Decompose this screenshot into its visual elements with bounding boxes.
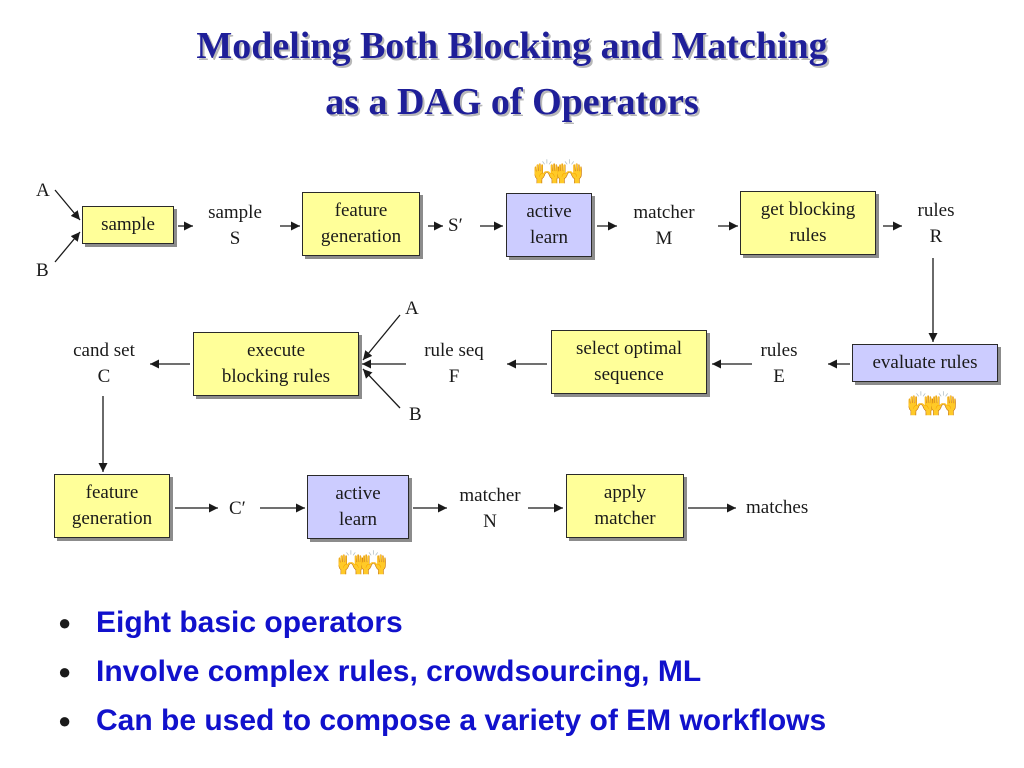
crowd-people-icon: 🙌🙌 xyxy=(906,392,959,418)
apply-matcher-line-1: apply xyxy=(603,482,647,503)
active-learn-2-line-1: active xyxy=(335,483,381,504)
rules-e-line-2: E xyxy=(773,366,785,387)
edge-a-to-sample xyxy=(54,189,81,221)
select-optimal-sequence-operator: select optimal sequence xyxy=(551,330,707,394)
active-learn-operator-1: active learn xyxy=(506,193,592,257)
get-blocking-rules-operator: get blocking rules xyxy=(740,191,876,255)
apply-matcher-line-2: matcher xyxy=(594,508,656,529)
edge-b-to-execute xyxy=(362,368,401,409)
rules-r-line-1: rules xyxy=(917,200,955,221)
edge-a-to-execute xyxy=(362,314,401,361)
rule-seq-f-line-1: rule seq xyxy=(424,340,484,361)
matcher-n-line-2: N xyxy=(483,511,497,532)
cand-set-c-line-1: cand set xyxy=(73,340,135,361)
slide-title: Modeling Both Blocking and Matching as a… xyxy=(0,18,1024,130)
active-learn-2-line-2: learn xyxy=(339,509,377,530)
cand-set-c-line-2: C xyxy=(97,366,111,387)
title-line-2: as a DAG of Operators xyxy=(325,81,699,123)
feature-generation-operator-1: feature generation xyxy=(302,192,420,256)
evaluate-rules-operator: evaluate rules xyxy=(852,344,998,382)
execute-blocking-rules-line-2: blocking rules xyxy=(221,366,331,387)
sample-operator-label: sample xyxy=(101,214,155,235)
matcher-n-line-1: matcher xyxy=(459,485,521,506)
rules-r-line-2: R xyxy=(929,226,943,247)
bullet-text: Can be used to compose a variety of EM w… xyxy=(96,703,827,737)
matcher-m-line-1: matcher xyxy=(633,202,695,223)
active-learn-1-line-2: learn xyxy=(530,227,568,248)
select-optimal-sequence-line-1: select optimal xyxy=(575,338,683,359)
sample-s-line-2: S xyxy=(229,228,241,249)
matcher-m-label: matcher M xyxy=(620,200,708,252)
title-line-1: Modeling Both Blocking and Matching xyxy=(196,25,828,67)
crowd-people-icon: 🙌🙌 xyxy=(336,551,389,577)
evaluate-rules-label: evaluate rules xyxy=(872,352,978,373)
matches-label: matches xyxy=(746,497,809,518)
bullet-dot-icon: ● xyxy=(58,707,72,733)
bullet-dot-icon: ● xyxy=(58,658,72,684)
rules-e-label: rules E xyxy=(748,338,810,390)
apply-matcher-operator: apply matcher xyxy=(566,474,684,538)
input-b-label-mid: B xyxy=(409,404,422,425)
feature-generation-2-line-2: generation xyxy=(71,508,153,529)
rule-seq-f-line-2: F xyxy=(448,366,460,387)
input-a-label: A xyxy=(36,180,50,201)
sample-operator: sample xyxy=(82,206,174,244)
feature-generation-2-line-1: feature xyxy=(85,482,139,503)
matcher-n-label: matcher N xyxy=(449,483,531,535)
rules-r-label: rules R xyxy=(904,198,968,250)
bullet-text: Eight basic operators xyxy=(96,605,403,639)
bullet-text: Involve complex rules, crowdsourcing, ML xyxy=(96,654,702,688)
cand-set-c-label: cand set C xyxy=(60,338,148,390)
bullet-item: ● Involve complex rules, crowdsourcing, M… xyxy=(58,647,826,696)
input-b-label: B xyxy=(36,260,49,281)
s-prime-label: S′ xyxy=(448,215,463,236)
get-blocking-rules-line-1: get blocking xyxy=(760,199,856,220)
bullet-item: ● Can be used to compose a variety of EM … xyxy=(58,696,826,745)
execute-blocking-rules-line-1: execute xyxy=(246,340,305,361)
bullet-list: ● Eight basic operators ● Involve complex … xyxy=(58,598,826,745)
input-a-label-mid: A xyxy=(405,298,419,319)
active-learn-operator-2: active learn xyxy=(307,475,409,539)
feature-generation-1-line-1: feature xyxy=(334,200,388,221)
feature-generation-1-line-2: generation xyxy=(320,226,402,247)
c-prime-label: C′ xyxy=(229,498,246,519)
sample-s-line-1: sample xyxy=(208,202,262,223)
select-optimal-sequence-line-2: sequence xyxy=(594,364,664,385)
matcher-m-line-2: M xyxy=(655,228,673,249)
bullet-dot-icon: ● xyxy=(58,609,72,635)
crowd-people-icon: 🙌🙌 xyxy=(532,160,585,186)
feature-generation-operator-2: feature generation xyxy=(54,474,170,538)
rules-e-line-1: rules xyxy=(760,340,798,361)
sample-s-label: sample S xyxy=(196,200,274,252)
rule-seq-f-label: rule seq F xyxy=(412,338,496,390)
edge-b-to-sample xyxy=(54,231,81,263)
bullet-item: ● Eight basic operators xyxy=(58,598,826,647)
get-blocking-rules-line-2: rules xyxy=(789,225,827,246)
execute-blocking-rules-operator: execute blocking rules xyxy=(193,332,359,396)
active-learn-1-line-1: active xyxy=(526,201,572,222)
